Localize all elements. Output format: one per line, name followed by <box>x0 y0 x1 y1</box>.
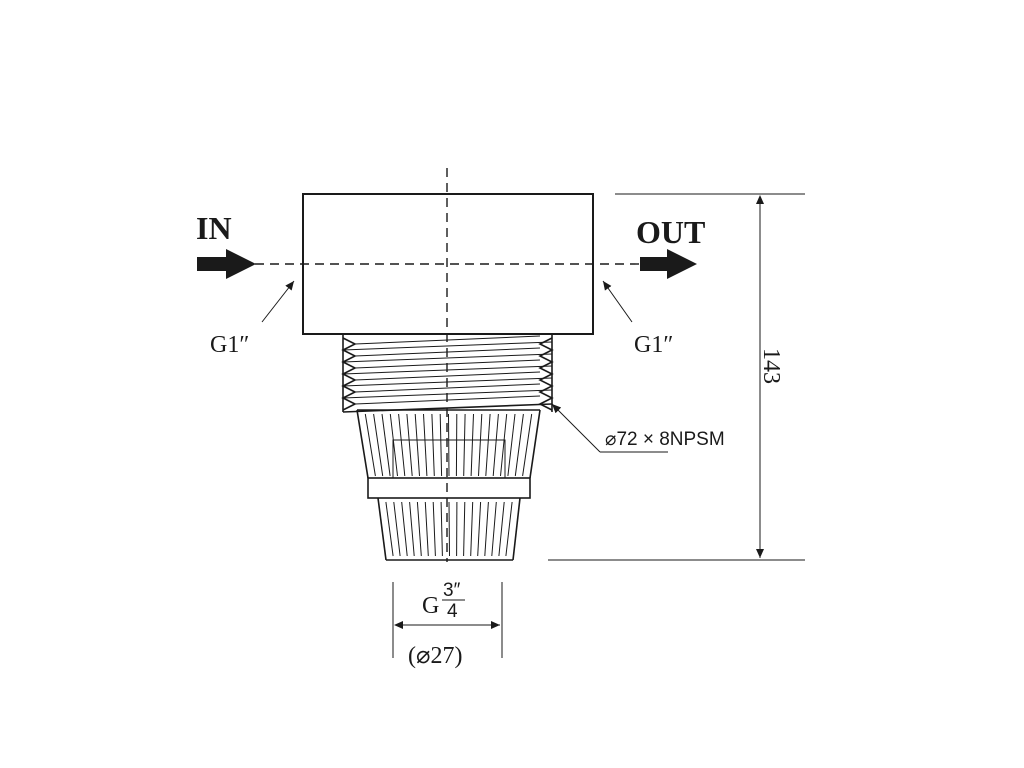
inlet-thread-label: G1″ <box>210 332 249 358</box>
filter-rib <box>514 413 524 477</box>
filter-rib <box>522 413 533 477</box>
filter-rib <box>393 501 401 557</box>
filter-rib <box>463 501 466 557</box>
filter-rib <box>364 413 376 477</box>
filter-rib <box>401 501 408 557</box>
mount-thread-label: ⌀72 × 8NPSM <box>605 429 725 450</box>
filter-rib <box>507 413 516 477</box>
filter-rib <box>389 413 398 477</box>
filter-rib <box>406 413 413 477</box>
filter-rib <box>485 413 491 477</box>
filter-rib <box>448 413 450 477</box>
filter-rib <box>492 413 499 477</box>
filter-rib <box>491 501 497 557</box>
valve-head-body <box>302 193 594 335</box>
filter-rib <box>463 413 466 477</box>
filter-rib <box>416 501 422 557</box>
filter-rib <box>432 501 436 557</box>
filter-rib <box>477 501 482 557</box>
threaded-connector <box>341 334 554 413</box>
filter-rib <box>440 501 443 557</box>
filter-rib <box>409 501 415 557</box>
mount-thread-leader <box>551 403 601 453</box>
filter-rib <box>484 501 489 557</box>
filter-rib <box>470 501 474 557</box>
bottom-diameter-label: (⌀27) <box>408 643 462 669</box>
filter-rib <box>439 413 443 477</box>
filter-rib <box>373 413 384 477</box>
filter-rib <box>398 413 406 477</box>
bottom-thread-numerator: 3″ <box>443 580 461 601</box>
bottom-thread-denominator: 4 <box>447 601 458 622</box>
filter-rib <box>505 501 513 557</box>
filter-rib <box>385 501 394 557</box>
filter-rib <box>431 413 435 477</box>
outlet-label: OUT <box>636 214 705 250</box>
inlet-arrow-icon <box>197 249 256 279</box>
outlet-thread-label: G1″ <box>634 332 673 358</box>
filter-ribs <box>364 413 533 557</box>
filter-rib <box>424 501 429 557</box>
inlet-label: IN <box>196 210 232 246</box>
filter-rib <box>500 413 508 477</box>
filter-rib <box>498 501 505 557</box>
filter-rib <box>381 413 391 477</box>
filter-rib <box>448 501 450 557</box>
height-dimension-label: 143 <box>758 348 784 384</box>
bottom-thread-prefix: G <box>422 593 439 619</box>
filter-rib <box>470 413 474 477</box>
filter-rib <box>478 413 483 477</box>
outlet-arrow-icon <box>640 249 697 279</box>
filter-rib <box>414 413 420 477</box>
inlet-thread-leader <box>261 280 295 323</box>
outlet-thread-leader <box>602 280 633 323</box>
filter-rib <box>423 413 428 477</box>
